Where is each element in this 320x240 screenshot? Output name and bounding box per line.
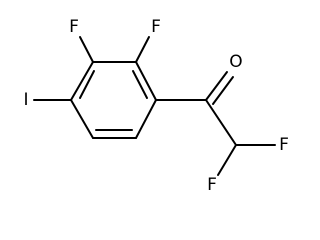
ring-inner-double-bond-c2-c1 (132, 70, 148, 99)
ring-bond-c6-c1 (135, 99, 157, 139)
carbonyl-double-bond-outer (205, 71, 228, 101)
atom-label-iodine: I (23, 90, 28, 110)
bond-ring-to-f-top-right (135, 36, 150, 63)
atom-label-f-chf2-right: F (279, 135, 289, 155)
ring-inner-double-bond-c3-c4 (79, 70, 95, 99)
atom-label-f-top-left: F (69, 17, 79, 37)
benzene-ring (70, 61, 157, 139)
molecular-structure-diagram: F F I O F F (23, 17, 289, 195)
atom-label-f-chf2-bottom: F (207, 175, 217, 195)
ring-bond-c3-c4 (70, 61, 94, 101)
bond-chf2-to-f-bottom (217, 144, 237, 176)
bond-carbonyl-to-chf2 (205, 99, 237, 146)
bond-ring-to-f-top-left (79, 36, 94, 63)
carbonyl-double-bond-inner (212, 76, 234, 105)
atom-label-oxygen: O (229, 52, 242, 72)
ring-bond-c4-c5 (70, 99, 94, 139)
ring-bond-c1-c2 (135, 61, 157, 101)
atom-label-f-top-right: F (151, 17, 161, 37)
